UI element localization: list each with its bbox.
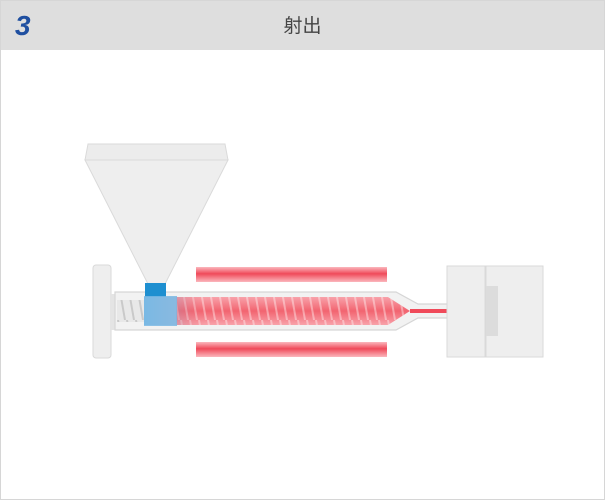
step-title: 射出 <box>283 15 322 37</box>
injection-molding-diagram <box>84 143 544 359</box>
step-number: 3 <box>15 10 31 41</box>
nozzle-resin <box>410 309 448 313</box>
mold <box>446 265 544 358</box>
rear-plate <box>92 264 116 359</box>
pellet-feed <box>144 283 177 326</box>
panel-header: 3 射出 <box>1 1 604 50</box>
screw <box>117 300 147 322</box>
heater-band-top <box>196 267 387 282</box>
molten-resin <box>144 297 410 325</box>
heater-band-bottom <box>196 342 387 357</box>
hopper <box>84 143 229 285</box>
